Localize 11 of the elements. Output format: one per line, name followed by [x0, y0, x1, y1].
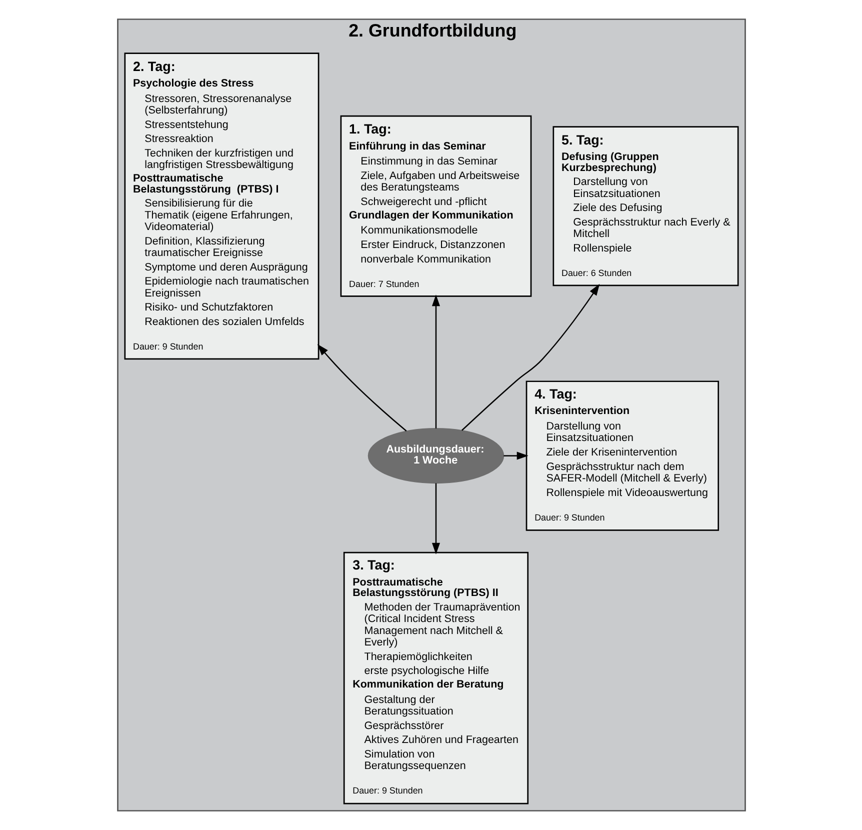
arrow — [460, 284, 600, 431]
node-box: 3. Tag: Posttraumatische Belastungsstörung (PTBS) II Methoden der Traumaprävention (Critical Incident Stress Management nach Mitchell & Everly) Therapiemöglichkeiten erste psychologische Hilfe Kommunikation der Beratung Gestaltung der Beratungssituation Gesprächsstörer Aktives Zuhören und Fragearten Simulation von Beratungssequenzen Dauer: 9 Stunden — [342, 552, 528, 804]
node-ellipse: Ausbildungsdauer: 1 Woche — [367, 428, 504, 484]
arrow — [503, 452, 528, 460]
arrow — [431, 483, 440, 554]
node-box: 4. Tag: Krisenintervention Darstellung von Einsatzsituationen Ziele der Krisenintervention Gesprächsstruktur nach dem SAFER-Modell (Mitchell & Everly) Rollenspiele mit Videoauswertung Dauer: 9 Stunden — [525, 380, 719, 531]
node-box: 1. Tag: Einführung in das Seminar Einstimmung in das Seminar Ziele, Aufgaben und Arbeitsweise des Beratungsteams Schweigerecht und -pflicht Grundlagen der Kommunikation Kommunikationsmodelle Erster Eindruck, Distanzzonen nonverbale Kommunikation Dauer: 7 Stunden — [340, 115, 532, 297]
node-box: 2. Tag: Psychologie des Stress Stressoren, Stressorenanalyse (Selbsterfahrung) Stressentstehung Stressreaktion Techniken der kurzfristigen und langfristigen Stressbewältigung Posttraumatische Belastungsstörung (PTBS) I Sensibilisierung für die Thematik (eigene Erfahrungen, Videomaterial) Definition, Klassifizierung traumatischer Ereignisse Symptome und deren Ausprägung Epidemiologie nach traumatischen Ereignissen Risiko- und Schutzfaktoren Reaktionen des sozialen Umfelds Dauer: 9 Stunden — [124, 52, 319, 360]
node-box: 5. Tag: Defusing (Gruppen Kurzbesprechung) Darstellung von Einsatzsituationen Ziele des Defusing Gesprächsstruktur nach Everly & Mitchell Rollenspiele Dauer: 6 Stunden — [552, 126, 738, 286]
arrow — [316, 344, 406, 432]
arrow — [431, 294, 440, 428]
